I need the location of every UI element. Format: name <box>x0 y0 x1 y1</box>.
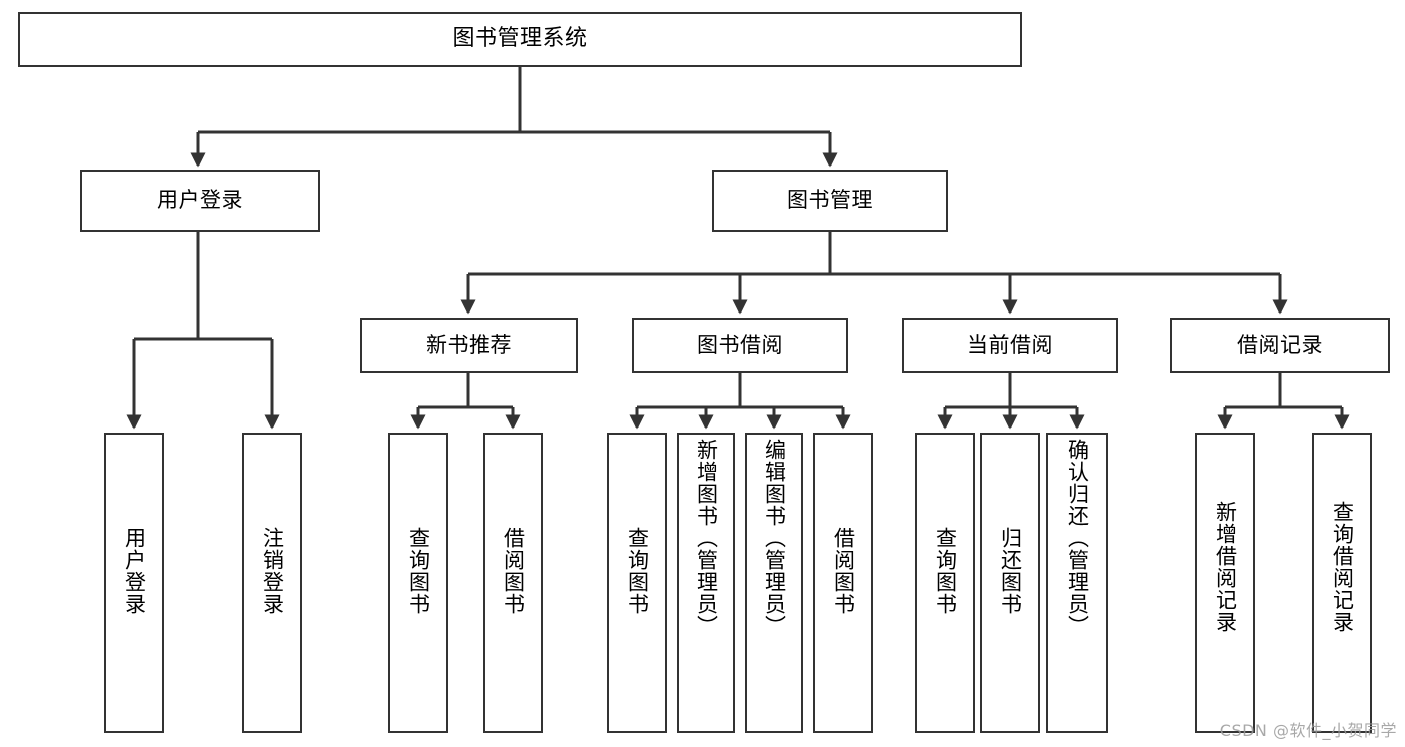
node-label: 用户登录 <box>122 527 147 615</box>
leaf-current-borrow-query-book[interactable]: 查询图书 <box>915 433 975 733</box>
node-label: 注销登录 <box>260 527 285 615</box>
leaf-user-login-login[interactable]: 用户登录 <box>104 433 164 733</box>
node-book-borrow[interactable]: 图书借阅 <box>632 318 848 373</box>
node-book-management[interactable]: 图书管理 <box>712 170 948 232</box>
node-label: 图书管理 <box>787 188 873 213</box>
node-label: 查询图书 <box>933 527 958 615</box>
csdn-watermark: CSDN @软件_小贺同学 <box>1219 721 1397 740</box>
node-label: 图书管理系统 <box>452 26 588 52</box>
node-user-login[interactable]: 用户登录 <box>80 170 320 232</box>
leaf-current-borrow-confirm-return-admin[interactable]: 确认归还（管理员） <box>1046 433 1108 733</box>
node-label: 编辑图书（管理员） <box>762 439 787 637</box>
node-borrow-record[interactable]: 借阅记录 <box>1170 318 1390 373</box>
leaf-borrow-record-add-record[interactable]: 新增借阅记录 <box>1195 433 1255 733</box>
node-label: 用户登录 <box>157 188 243 213</box>
node-label: 查询图书 <box>406 527 431 615</box>
node-label: 新增图书（管理员） <box>694 439 719 637</box>
node-label: 新增借阅记录 <box>1213 501 1238 633</box>
leaf-new-book-query-book[interactable]: 查询图书 <box>388 433 448 733</box>
node-new-book-recommend[interactable]: 新书推荐 <box>360 318 578 373</box>
leaf-current-borrow-return-book[interactable]: 归还图书 <box>980 433 1040 733</box>
leaf-book-borrow-query-book[interactable]: 查询图书 <box>607 433 667 733</box>
node-current-borrow[interactable]: 当前借阅 <box>902 318 1118 373</box>
node-label: 当前借阅 <box>967 332 1053 357</box>
node-label: 归还图书 <box>998 527 1023 615</box>
node-label: 新书推荐 <box>426 332 512 357</box>
node-root-book-management-system[interactable]: 图书管理系统 <box>18 12 1022 67</box>
leaf-book-borrow-edit-book-admin[interactable]: 编辑图书（管理员） <box>745 433 803 733</box>
node-label: 确认归还（管理员） <box>1065 439 1090 637</box>
node-label: 借阅图书 <box>831 527 856 615</box>
leaf-new-book-borrow-book[interactable]: 借阅图书 <box>483 433 543 733</box>
node-label: 借阅图书 <box>501 527 526 615</box>
node-label: 查询图书 <box>625 527 650 615</box>
node-label: 图书借阅 <box>697 332 783 357</box>
node-label: 借阅记录 <box>1237 332 1323 357</box>
leaf-borrow-record-query-record[interactable]: 查询借阅记录 <box>1312 433 1372 733</box>
leaf-book-borrow-add-book-admin[interactable]: 新增图书（管理员） <box>677 433 735 733</box>
leaf-user-login-logout[interactable]: 注销登录 <box>242 433 302 733</box>
leaf-book-borrow-borrow-book[interactable]: 借阅图书 <box>813 433 873 733</box>
node-label: 查询借阅记录 <box>1330 501 1355 633</box>
